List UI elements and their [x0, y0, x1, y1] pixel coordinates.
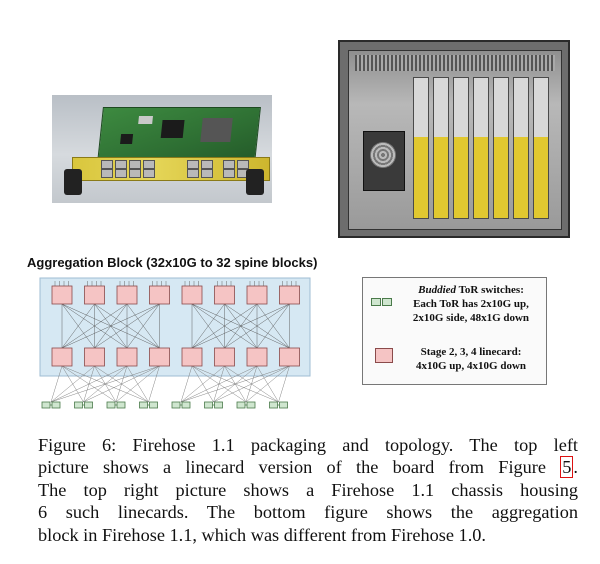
- tor-switch: [204, 401, 213, 409]
- diagram-legend: Buddied ToR switches: Each ToR has 2x10G…: [362, 277, 547, 385]
- interconnect-link: [94, 303, 160, 349]
- tor-switch: [181, 401, 191, 409]
- top-stage-linecards: [51, 285, 300, 305]
- interconnect-link: [61, 303, 95, 349]
- tor-switch: [84, 401, 93, 409]
- bottom-stage-linecard: [246, 347, 268, 367]
- tor-downlink: [50, 365, 95, 403]
- interconnect-link: [224, 303, 290, 349]
- top-stage-linecard: [51, 285, 73, 305]
- tor-downlink: [278, 365, 290, 403]
- tor-downlink: [245, 365, 290, 403]
- linecard-legend-text: Stage 2, 3, 4 linecard: 4x10G up, 4x10G …: [415, 346, 527, 372]
- figure-caption: Figure 6: Firehose 1.1 packaging and top…: [38, 434, 578, 546]
- caption-line: Figure 6: Firehose 1.1 packaging and top…: [38, 435, 578, 455]
- chassis-power-supply: [363, 131, 405, 191]
- tor-downlink: [50, 365, 160, 403]
- bottom-stage-linecard: [149, 347, 170, 367]
- tor-downlink: [180, 365, 193, 403]
- bottom-stage-linecards: [51, 347, 300, 367]
- linecard-photo: [52, 95, 272, 203]
- aggregation-block-diagram: [39, 277, 311, 409]
- bottom-stage-linecard: [214, 347, 235, 367]
- tor-downlink: [115, 365, 160, 403]
- tor-downlink: [148, 365, 160, 403]
- tor-legend-swatch-a: [371, 298, 381, 306]
- tor-legend-swatch-b: [382, 298, 392, 306]
- tor-switch: [214, 401, 223, 409]
- linecard-lever-right: [246, 169, 264, 195]
- tor-switches: [41, 401, 288, 409]
- top-stage-linecard: [246, 285, 268, 305]
- linecard-front-panel: [72, 157, 270, 181]
- caption-line: picture shows a linecard version of the …: [38, 456, 578, 479]
- stage-interconnect-links: [61, 303, 290, 349]
- aggregation-block-background: [39, 277, 311, 377]
- tor-downlink: [180, 365, 258, 403]
- fan-icon: [370, 142, 396, 168]
- interconnect-link: [191, 303, 225, 349]
- tor-downlinks: [50, 365, 290, 403]
- tor-downlink: [50, 365, 63, 403]
- top-stage-linecard: [279, 285, 300, 305]
- top-stage-linecard: [181, 285, 203, 305]
- tor-switch: [246, 401, 256, 409]
- interconnect-link: [191, 303, 258, 349]
- bottom-stage-linecard: [116, 347, 138, 367]
- bottom-stage-linecard: [181, 347, 203, 367]
- bottom-stage-linecard: [279, 347, 300, 367]
- tor-switch: [269, 401, 278, 409]
- interconnect-link: [61, 303, 128, 349]
- linecard-lever-left: [64, 169, 82, 195]
- tor-switch: [116, 401, 126, 409]
- bottom-stage-linecard: [51, 347, 73, 367]
- top-stage-linecard: [149, 285, 170, 305]
- chassis-photo: [338, 40, 570, 238]
- uplink-stubs: [54, 281, 297, 286]
- chassis-frame: [348, 50, 562, 230]
- tor-switch: [139, 401, 148, 409]
- top-stage-linecard: [214, 285, 235, 305]
- tor-legend-text: Buddied ToR switches: Each ToR has 2x10G…: [412, 284, 530, 324]
- caption-line: 6 such linecards. The bottom figure show…: [38, 502, 578, 523]
- tor-switch: [106, 401, 116, 409]
- linecard-legend-swatch: [375, 348, 393, 363]
- tor-downlink: [180, 365, 290, 403]
- tor-downlink: [50, 365, 128, 403]
- tor-switch: [236, 401, 246, 409]
- tor-switch: [51, 401, 61, 409]
- tor-downlink: [83, 365, 160, 403]
- interconnect-link: [61, 303, 160, 349]
- tor-switch: [41, 401, 51, 409]
- interconnect-link: [126, 303, 160, 349]
- tor-switch: [149, 401, 158, 409]
- tor-switch: [171, 401, 181, 409]
- caption-line: The top right picture shows a Firehose 1…: [38, 479, 578, 500]
- chassis-vent: [355, 55, 555, 71]
- tor-downlink: [180, 365, 225, 403]
- tor-switch: [74, 401, 83, 409]
- linecard-pcb: [97, 107, 261, 163]
- top-stage-linecard: [116, 285, 138, 305]
- top-stage-linecard: [84, 285, 105, 305]
- caption-line: block in Firehose 1.1, which was differe…: [38, 524, 486, 545]
- tor-switch: [279, 401, 288, 409]
- tor-downlink: [213, 365, 290, 403]
- bottom-stage-linecard: [84, 347, 105, 367]
- diagram-title: Aggregation Block (32x10G to 32 spine bl…: [27, 255, 318, 270]
- interconnect-link: [256, 303, 290, 349]
- interconnect-link: [191, 303, 290, 349]
- figure-reference-link[interactable]: 5: [560, 456, 574, 479]
